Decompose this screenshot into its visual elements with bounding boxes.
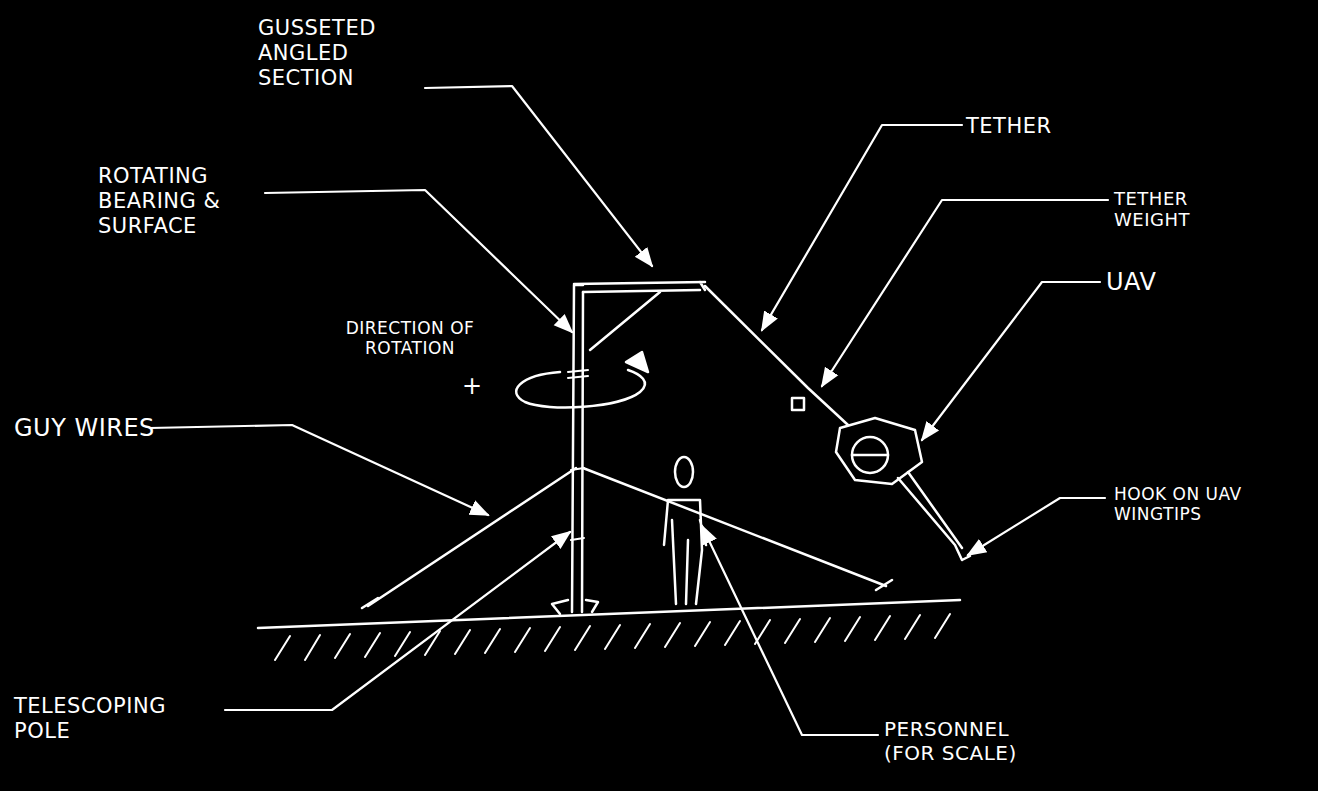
uav-rotor: [852, 437, 888, 473]
part-label: GUSSETED ANGLED SECTION: [258, 16, 393, 90]
part-label: GUY WIRES: [14, 414, 164, 442]
rotating-bearing: [568, 370, 588, 378]
part-label: UAV: [1106, 268, 1186, 296]
part-label: HOOK ON UAV WINGTIPS: [1114, 484, 1309, 524]
pole-joint: [571, 468, 584, 540]
part-label: TETHER: [966, 114, 1126, 139]
tether-weight: [792, 398, 804, 410]
uav-rotor: [852, 454, 888, 457]
rotation-arrowhead: [626, 352, 648, 372]
telescoping-pole: [572, 285, 583, 612]
pole-base: [552, 600, 598, 614]
ground-hatch: [275, 614, 950, 660]
rotation-arrow: [516, 370, 645, 407]
uav-wing: [898, 472, 970, 560]
part-label: TELESCOPING POLE: [14, 694, 164, 744]
gusseted-arm: [574, 282, 705, 350]
part-label: +: [462, 372, 492, 400]
leader-line: [150, 86, 1108, 735]
part-label: PERSONNEL (FOR SCALE): [884, 718, 1064, 765]
guy-wire: [362, 468, 892, 608]
part-label: DIRECTION OF ROTATION: [330, 318, 490, 358]
person: [664, 500, 706, 604]
part-label: TETHER WEIGHT: [1114, 188, 1224, 230]
person: [675, 457, 693, 487]
part-label: ROTATING BEARING & SURFACE: [98, 164, 248, 238]
